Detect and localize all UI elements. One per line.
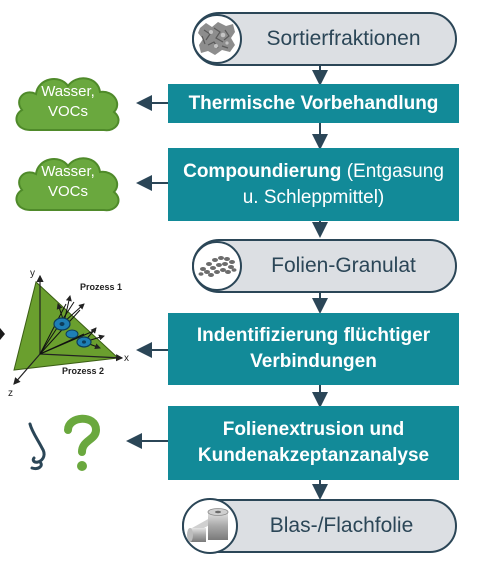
step-folienextrusion-line1: Folienextrusion und [222, 419, 405, 440]
axis-x-label: x [124, 353, 129, 364]
nose-icon [28, 422, 46, 470]
step-folienextrusion-line2: Kundenakzeptanzanalyse [197, 445, 430, 466]
prozess-2-label: Prozess 2 [62, 366, 104, 376]
step-compound-rest: (Entgasung [341, 160, 444, 182]
step-folien-granulat-label: Folien-Granulat [271, 254, 416, 277]
step-compound-bold: Compoundierung [183, 160, 342, 182]
cloud-2-line1: Wasser, [41, 163, 95, 180]
step-identifizierung: Indentifizierung flüchtiger Verbindungen [168, 313, 459, 385]
step-folienextrusion: Folienextrusion und Kundenakzeptanzanaly… [168, 406, 459, 480]
step-folien-granulat: Folien-Granulat [192, 239, 457, 293]
step-identifizierung-line2: Verbindungen [250, 351, 377, 372]
shredded-plastic-icon [192, 14, 242, 64]
film-roll-icon [182, 498, 238, 554]
step-blas-flachfolie-label: Blas-/Flachfolie [269, 514, 414, 537]
cloud-1-line1: Wasser, [41, 83, 95, 100]
step-sortierfraktionen-label: Sortierfraktionen [266, 27, 421, 50]
step-thermische-label: Thermische Vorbehandlung [188, 92, 439, 114]
step-sortierfraktionen: Sortierfraktionen [192, 12, 457, 66]
cloud-icon [15, 77, 120, 132]
prozess-1-label: Prozess 1 [80, 282, 122, 292]
axis-y-label: y [30, 268, 35, 279]
output-cloud-1: Wasser, VOCs [8, 68, 128, 138]
step-thermische-vorbehandlung: Thermische Vorbehandlung [168, 84, 459, 123]
question-mark-icon [64, 414, 101, 471]
step-compound-line1: Compoundierung (Entgasung [183, 159, 444, 185]
granulate-icon [192, 241, 242, 291]
step-identifizierung-line1: Indentifizierung flüchtiger [196, 325, 431, 346]
cloud-2-line2: VOCs [47, 183, 88, 200]
output-cloud-2: Wasser, VOCs [8, 148, 128, 218]
step-compoundierung: Compoundierung (Entgasung u. Schleppmitt… [168, 148, 459, 221]
axis-z-label: z [8, 388, 13, 399]
step-blas-flachfolie: Blas-/Flachfolie [182, 498, 457, 554]
process-diagram: y x z Prozess 1 Prozess 2 [0, 262, 140, 402]
nose-question-illustration [20, 410, 120, 480]
cloud-icon [15, 157, 120, 212]
cloud-1-line2: VOCs [47, 103, 88, 120]
step-compound-line2: u. Schleppmittel) [242, 186, 385, 208]
